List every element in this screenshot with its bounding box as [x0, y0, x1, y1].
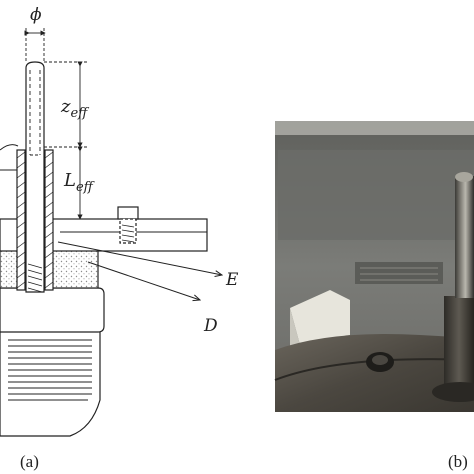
label-z-sub: eff: [70, 106, 90, 121]
caption-b: (b): [448, 452, 468, 471]
caption-a: (a): [20, 452, 39, 471]
label-l-main: L: [63, 170, 76, 191]
central-pin: [25, 61, 45, 293]
threaded-base: [0, 329, 101, 437]
leader-d: [87, 261, 200, 300]
schematic-drawing: [0, 28, 222, 437]
label-e: E: [225, 270, 239, 290]
side-bolt: [117, 206, 139, 244]
background-arc: [0, 144, 19, 151]
label-l-sub: eff: [76, 180, 96, 195]
label-d: D: [203, 316, 218, 336]
collar: [0, 287, 105, 333]
phi-dimension: [24, 28, 46, 62]
length-dimension: [44, 61, 88, 220]
label-phi: ϕ: [30, 5, 42, 25]
label-l-eff: Leff: [63, 170, 96, 195]
label-z-eff: zeff: [60, 96, 90, 121]
label-z-main: z: [60, 96, 71, 117]
leader-e: [57, 241, 222, 275]
sleeve-tube: [16, 149, 54, 291]
photo-panel: [274, 121, 474, 412]
